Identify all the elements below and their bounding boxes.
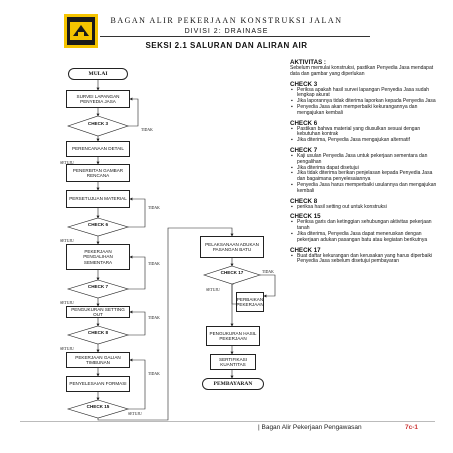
- pengukuran-hasil-box: PENGUKURAN HASIL PEKERJAAN: [206, 326, 260, 346]
- check3-item: Penyedia Jasa akan memperbaiki kekuranga…: [290, 104, 440, 117]
- setuju-label-4: SETUJU: [60, 347, 74, 351]
- setuju-label-5: SETUJU: [128, 412, 142, 416]
- pengukuran-setting-out-box: PENGUKURAN SETTING OUT: [66, 306, 130, 318]
- aktivitas-text: Sebelum memulai konstruksi, pastikan Pen…: [290, 65, 434, 77]
- check3-diamond-label: CHECK 3: [87, 121, 109, 126]
- check8-item: periksa hasil setting out untuk konstruk…: [290, 204, 440, 211]
- pengalihan-sementara-box: PEKERJAAN PENGALIHAN SEMENTARA: [66, 244, 130, 270]
- setuju-label-3: SETUJU: [60, 301, 74, 305]
- header-divider: [100, 36, 370, 37]
- tidak-label-6: TIDAK: [262, 270, 274, 274]
- check6-item: Jika diterima, Penyedia Jasa mengajukan …: [290, 137, 440, 144]
- check7-item: Jika tidak diterima berikan penjelasan k…: [290, 171, 440, 183]
- section-title: SEKSI 2.1 SALURAN DAN ALIRAN AIR: [145, 41, 308, 50]
- check17-diamond-label: CHECK 17: [220, 270, 244, 275]
- check7-diamond-label: CHECK 7: [87, 284, 109, 289]
- check15-item: Periksa garis dan ketinggian sehubungan …: [290, 220, 440, 232]
- division-title: DIVISI 2: DRAINASE: [184, 28, 269, 35]
- check7-item: Penyedia Jasa harus memperbaiki usulanny…: [290, 182, 440, 195]
- tidak-label-4: TIDAK: [148, 316, 160, 320]
- footer-text: | Bagan Alir Pekerjaan Pengawasan: [258, 424, 362, 431]
- check8-diamond-label: CHECK 8: [87, 330, 109, 335]
- aktivitas-title: AKTIVITAS :: [290, 59, 326, 66]
- tidak-label-1: TIDAK: [141, 128, 153, 132]
- penerbitan-gambar-box: PENERBITAN GAMBAR RENCANA: [66, 164, 130, 182]
- end-terminal: PEMBAYARAN: [202, 378, 264, 390]
- perbaikan-pekerjaan-box: PERBAIKAN PEKERJAAN: [236, 292, 264, 312]
- setuju-label-2: SETUJU: [60, 239, 74, 243]
- check6-title: CHECK 6: [290, 119, 318, 127]
- check7-item: Jika diterima dapat disetujui: [290, 165, 440, 172]
- tidak-label-5: TIDAK: [148, 372, 160, 376]
- persetujuan-material-box: PERSETUJUAN MATERIAL: [66, 190, 130, 208]
- check3-item: Periksa apakah hasil survei lapangan Pen…: [290, 87, 440, 100]
- check15-title: CHECK 15: [290, 213, 321, 221]
- perencanaan-detail-box: PERENCANAAN DETAIL: [66, 141, 130, 157]
- sertifikasi-kuantitas-box: SERTIFIKASI KUANTITAS: [210, 354, 256, 370]
- check3-title: CHECK 3: [290, 80, 318, 88]
- adukan-pasangan-batu-box: PELAKSANAAN ADUKAN PASANGAN BATU: [200, 236, 264, 258]
- penyelesaian-formasi-box: PENYELESAIAN FORMASI: [66, 376, 130, 392]
- check15-diamond-label: CHECK 15: [86, 404, 110, 409]
- check15-item: Jika diterima, Penyedia Jasa dapat mener…: [290, 231, 440, 244]
- pu-ministry-logo-icon: [64, 14, 98, 48]
- check3-item: Jika laporannya tidak diterima laporkan …: [290, 98, 440, 105]
- page-number: 7c-1: [405, 424, 419, 431]
- document-title: BAGAN ALIR PEKERJAAN KONSTRUKSI JALAN: [110, 16, 343, 25]
- galian-timbunan-box: PEKERJAAN GALIAN TIMBUNAN: [66, 352, 130, 368]
- setuju-label-1: SETUJU: [60, 161, 74, 165]
- check7-item: Kaji usulan Penyedia Jasa untuk pekerjaa…: [290, 153, 440, 166]
- check6-item: Pastikan bahwa material yang diusulkan s…: [290, 126, 440, 139]
- check17-title: CHECK 17: [290, 246, 321, 254]
- setuju-label-6: SETUJU: [206, 288, 220, 292]
- check7-title: CHECK 7: [290, 146, 318, 154]
- survey-box: SURVEI LAPANGAN PENYEDIA JASA: [66, 90, 130, 108]
- check17-item: Buat daftar kekurangan dan kerusakan yan…: [290, 253, 440, 266]
- check8-title: CHECK 8: [290, 197, 318, 205]
- notes-panel: AKTIVITAS : Sebelum memulai konstruksi, …: [290, 56, 440, 265]
- footer-divider: [20, 421, 435, 422]
- tidak-label-2: TIDAK: [148, 206, 160, 210]
- start-terminal: MULAI: [68, 68, 128, 80]
- check6-diamond-label: CHECK 6: [87, 222, 109, 227]
- tidak-label-3: TIDAK: [148, 262, 160, 266]
